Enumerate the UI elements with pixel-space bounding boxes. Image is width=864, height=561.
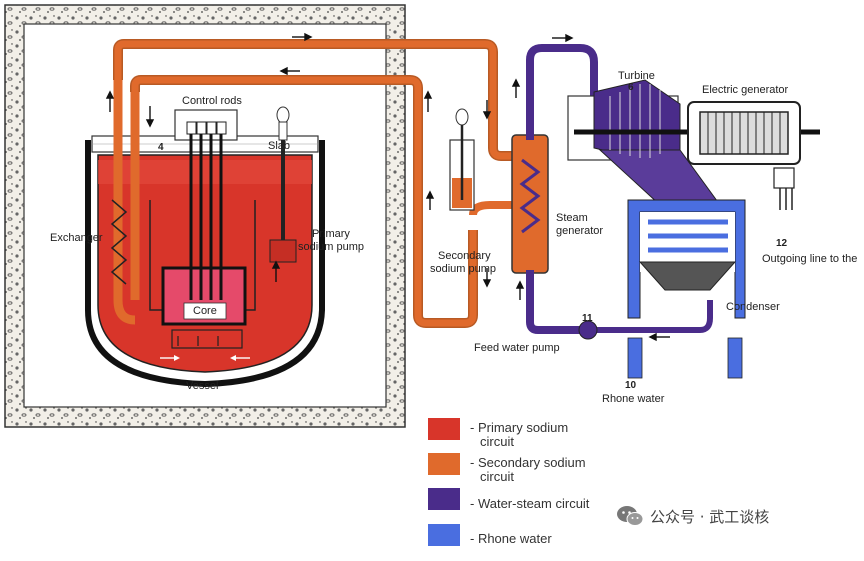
number-4: 4 xyxy=(158,142,164,153)
wechat-icon xyxy=(617,506,644,526)
label-feed-water-pump: Feed water pump xyxy=(474,342,560,354)
number-6: 6 xyxy=(628,82,634,93)
primary-pump xyxy=(269,106,297,263)
label-vessel: Vessel xyxy=(186,380,219,392)
legend-swatch-secondary xyxy=(428,453,460,475)
label-condenser: Condenser xyxy=(726,301,780,313)
label-outgoing-line: Outgoing line to the xyxy=(762,253,858,265)
legend-secondary-line2: circuit xyxy=(480,469,514,484)
legend-primary-line1: - Primary sodium xyxy=(470,420,569,435)
label-slab: Slab xyxy=(268,140,291,152)
label-turbine: Turbine xyxy=(618,70,655,82)
legend-water-steam: - Water-steam circuit xyxy=(470,496,590,511)
label-steam-generator-1: Steam xyxy=(556,212,588,224)
number-10: 10 xyxy=(625,380,637,391)
legend-swatches xyxy=(428,418,460,546)
label-primary-pump-1: Primary xyxy=(312,228,350,240)
flow-arrows xyxy=(105,32,670,361)
reactor-vessel xyxy=(85,135,325,388)
label-control-rods: Control rods xyxy=(182,95,242,107)
intermediate-exchanger xyxy=(110,80,140,325)
reactor-core xyxy=(161,266,247,326)
legend-primary-line2: circuit xyxy=(480,434,514,449)
secondary-loop xyxy=(113,39,520,328)
label-electric-generator: Electric generator xyxy=(702,84,789,96)
number-11: 11 xyxy=(582,313,593,324)
label-steam-generator-2: generator xyxy=(556,225,604,237)
steam-generator xyxy=(511,134,549,274)
label-rhone-water: Rhone water xyxy=(602,393,665,405)
legend-rhone: - Rhone water xyxy=(470,531,552,546)
number-12: 12 xyxy=(776,238,788,249)
label-secondary-pump-2: sodium pump xyxy=(430,263,497,275)
label-exchanger: Exchanger xyxy=(50,232,103,244)
label-secondary-pump-1: Secondary xyxy=(438,250,491,262)
condenser xyxy=(627,199,746,379)
control-rods xyxy=(174,109,238,300)
legend-secondary-line1: - Secondary sodium xyxy=(470,455,586,470)
label-core: Core xyxy=(193,305,217,317)
legend-swatch-rhone xyxy=(428,524,460,546)
watermark: 公众号 · 武工谈核 xyxy=(616,505,769,527)
legend-swatch-primary xyxy=(428,418,460,440)
electric-generator xyxy=(687,101,801,210)
legend-swatch-water-steam xyxy=(428,488,460,510)
label-primary-pump-2: sodium pump xyxy=(298,241,365,253)
watermark-text: 公众号 · 武工谈核 xyxy=(650,507,770,526)
secondary-pump xyxy=(449,108,475,211)
water-steam-loop xyxy=(526,44,713,340)
